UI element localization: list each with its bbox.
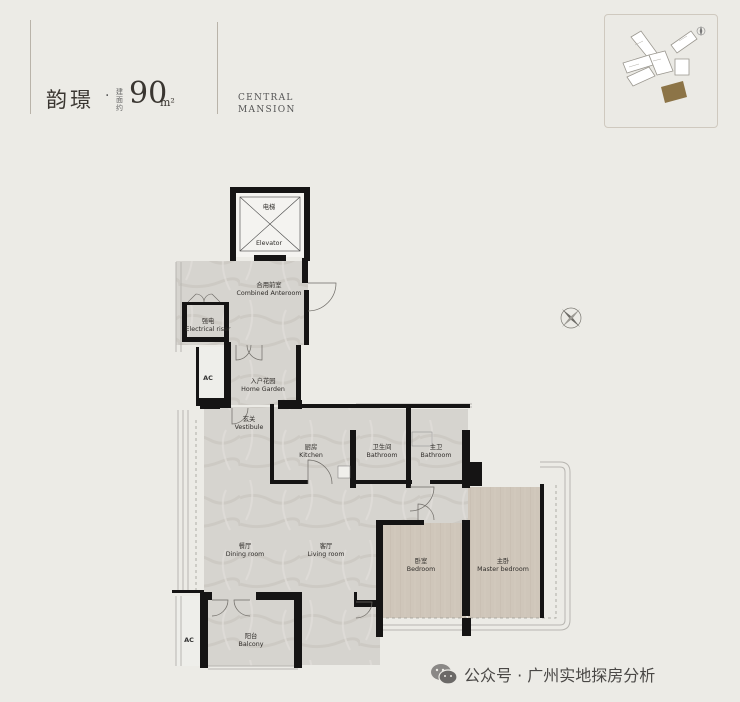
label-bedroom-cn: 卧室 — [414, 558, 428, 565]
header-left-rule — [30, 20, 31, 114]
label-dining-cn: 餐厅 — [238, 543, 252, 550]
riser-doors — [187, 293, 221, 303]
label-dining: 餐厅 Dining room — [226, 543, 265, 559]
label-bathroom-en: Bathroom — [366, 452, 398, 459]
ac-left-bottom-floor — [176, 596, 204, 666]
wechat-icon — [430, 663, 458, 685]
label-garden-en: Home Garden — [241, 386, 285, 393]
label-master-bath-en: Bathroom — [420, 452, 452, 459]
label-elevator-en-text: Elevator — [255, 240, 283, 247]
unit-name: 韵璟 — [46, 88, 94, 112]
label-riser-cn: 强电 — [201, 318, 215, 325]
label-dining-en: Dining room — [225, 551, 265, 558]
key-plan-highlight — [661, 81, 687, 103]
area-label: 建面约 — [116, 88, 123, 112]
label-kitchen-en: Kitchen — [299, 452, 323, 459]
key-plan-drawing — [622, 26, 706, 103]
garden-floor — [226, 345, 300, 405]
label-bedroom: 卧室 Bedroom — [407, 558, 435, 574]
label-vestibule: 玄关 Vestibule — [235, 416, 264, 432]
label-balcony-en: Balcony — [238, 641, 264, 648]
label-master-bath: 主卫 Bathroom — [421, 444, 452, 460]
label-anteroom: 合用前室 Combined Anteroom — [237, 282, 302, 298]
label-vestibule-cn: 玄关 — [242, 416, 256, 423]
brand-line-2: MANSION — [238, 105, 296, 115]
label-elevator-en: Elevator — [256, 240, 282, 248]
key-plan — [604, 14, 718, 128]
label-master-bedroom: 主卧 Master bedroom — [477, 558, 529, 574]
corridor-floor — [354, 487, 484, 523]
label-garden-cn: 入户花园 — [250, 378, 276, 385]
watermark-text: 公众号 · 广州实地探房分析 — [464, 666, 656, 685]
area-unit: m² — [160, 96, 175, 109]
brand-line-1: CENTRAL — [238, 93, 294, 103]
bath1-floor — [356, 409, 408, 487]
header-right-rule — [217, 22, 218, 114]
kitchen-sink — [337, 465, 351, 479]
balcony-floor — [208, 592, 298, 666]
bath2-floor — [410, 409, 468, 487]
label-garden: 入户花园 Home Garden — [241, 378, 285, 394]
watermark: 公众号 · 广州实地探房分析 — [430, 660, 655, 688]
label-master-bedroom-cn: 主卧 — [496, 558, 510, 565]
label-balcony: 阳台 Balcony — [239, 633, 264, 649]
label-bathroom-cn: 卫生间 — [372, 444, 392, 451]
label-living-en: Living room — [307, 551, 345, 558]
ac-left-top-floor — [196, 347, 224, 401]
label-bedroom-en: Bedroom — [406, 566, 436, 573]
label-master-bath-cn: 主卫 — [429, 444, 443, 451]
label-elevator: 电梯 — [263, 204, 276, 212]
label-bathroom: 卫生间 Bathroom — [367, 444, 398, 460]
label-master-bedroom-en: Master bedroom — [477, 566, 529, 573]
dashed-lines — [195, 420, 557, 619]
ac-label-top: AC — [203, 374, 213, 382]
label-anteroom-en: Combined Anteroom — [236, 290, 302, 297]
label-riser: 强电 Electrical riser — [185, 318, 230, 334]
master-bedroom-floor — [468, 487, 542, 618]
bath-fixture — [411, 431, 433, 447]
bedroom-floor — [380, 523, 466, 618]
label-vestibule-en: Vestibule — [234, 424, 264, 431]
area-value: 90 — [129, 76, 168, 111]
label-kitchen-cn: 厨房 — [304, 444, 318, 451]
door-swings — [211, 282, 435, 619]
label-anteroom-cn: 合用前室 — [256, 282, 282, 289]
label-kitchen: 厨房 Kitchen — [299, 444, 323, 460]
walls — [172, 187, 544, 668]
floor-fills — [176, 191, 542, 666]
compass-icon — [560, 307, 582, 329]
ac-label-bottom: AC — [184, 636, 194, 644]
label-balcony-cn: 阳台 — [244, 633, 258, 640]
title-separator: · — [105, 88, 110, 104]
label-riser-en: Electrical riser — [185, 326, 231, 333]
brand-name: CENTRAL MANSION — [238, 92, 308, 116]
label-living: 客厅 Living room — [307, 543, 344, 559]
label-living-cn: 客厅 — [319, 543, 333, 550]
elevator-cross — [239, 196, 301, 252]
label-elevator-cn: 电梯 — [262, 204, 276, 211]
